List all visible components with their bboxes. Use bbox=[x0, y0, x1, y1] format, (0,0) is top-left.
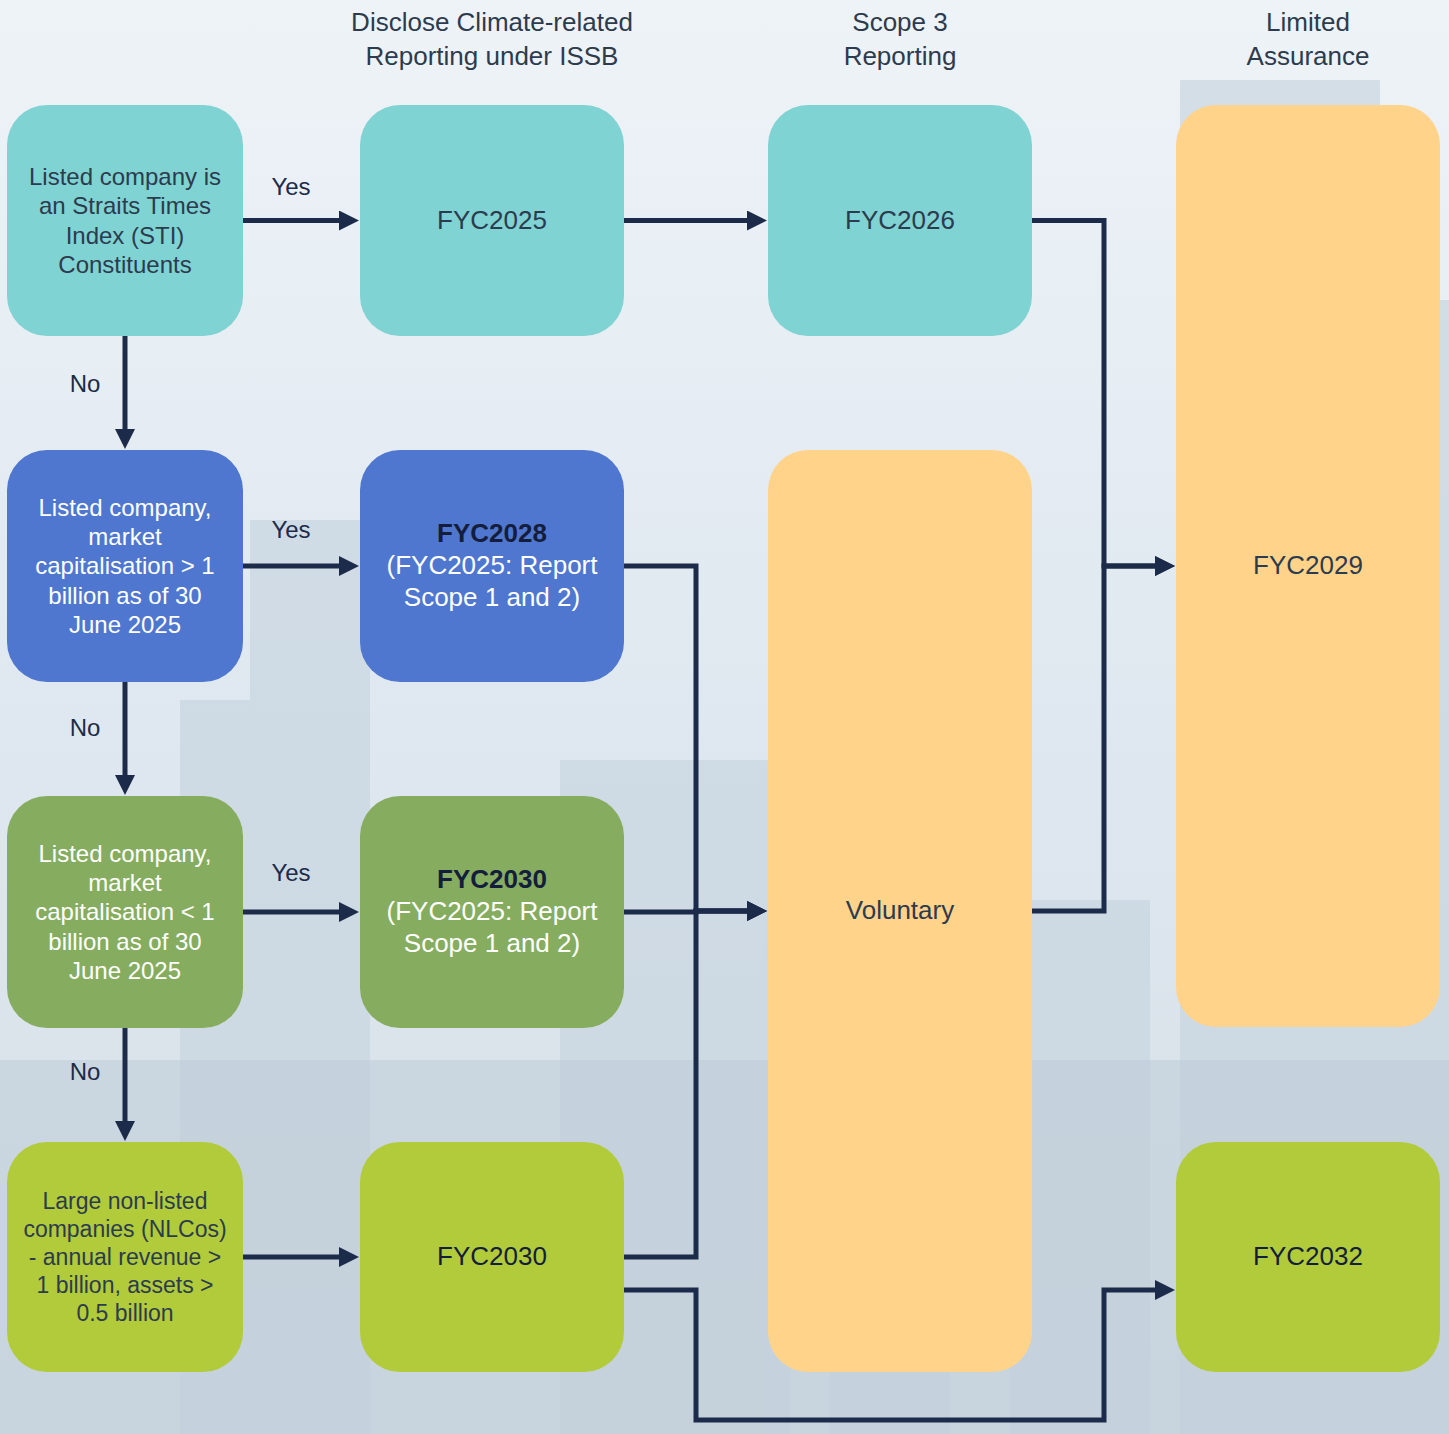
node-text: Listed company, market capitalisation < … bbox=[21, 839, 229, 985]
node-text: FYC2032 bbox=[1253, 1241, 1363, 1273]
column-header: Scope 3 Reporting bbox=[805, 6, 995, 74]
node-text: FYC2025 bbox=[437, 205, 547, 237]
deadline-box: FYC2026 bbox=[768, 105, 1032, 336]
node-text: FYC2030 bbox=[437, 1241, 547, 1273]
node-text: Large non-listed companies (NLCos) - ann… bbox=[21, 1187, 229, 1327]
column-header: Limited Assurance bbox=[1213, 6, 1403, 74]
flow-arrow bbox=[1032, 221, 1165, 567]
node-note: (FYC2025: Report Scope 1 and 2) bbox=[374, 896, 610, 959]
deadline-box: FYC2030 bbox=[360, 1142, 624, 1372]
flow-arrow bbox=[624, 218, 757, 223]
node-text: FYC2028 bbox=[437, 518, 547, 550]
criteria-box: Large non-listed companies (NLCos) - ann… bbox=[7, 1142, 243, 1372]
column-header: Disclose Climate-related Reporting under… bbox=[312, 6, 672, 74]
flow-arrow bbox=[123, 682, 128, 785]
assurance-box: FYC2032 bbox=[1176, 1142, 1440, 1372]
edge-label: Yes bbox=[268, 516, 313, 545]
edge-label: No bbox=[67, 370, 104, 399]
node-note: (FYC2025: Report Scope 1 and 2) bbox=[374, 550, 610, 613]
flow-arrow bbox=[123, 1028, 128, 1131]
flow-arrow bbox=[624, 911, 757, 1257]
flow-arrow bbox=[1032, 566, 1165, 911]
flow-arrow bbox=[243, 1255, 349, 1260]
edge-label: No bbox=[67, 1058, 104, 1087]
node-text: Listed company, market capitalisation > … bbox=[21, 493, 229, 639]
flow-arrow bbox=[624, 566, 757, 911]
edge-label: Yes bbox=[268, 859, 313, 888]
node-text: FYC2029 bbox=[1253, 550, 1363, 582]
node-text: Listed company is an Straits Times Index… bbox=[21, 162, 229, 279]
node-text: Voluntary bbox=[846, 895, 954, 927]
edge-label: Yes bbox=[268, 173, 313, 202]
criteria-box: Listed company, market capitalisation > … bbox=[7, 450, 243, 682]
deadline-box: FYC2025 bbox=[360, 105, 624, 336]
node-text: FYC2026 bbox=[845, 205, 955, 237]
assurance-box: FYC2029 bbox=[1176, 105, 1440, 1027]
flow-arrow bbox=[243, 910, 349, 915]
flow-arrow bbox=[123, 336, 128, 439]
edge-label: No bbox=[67, 714, 104, 743]
deadline-box: FYC2030(FYC2025: Report Scope 1 and 2) bbox=[360, 796, 624, 1028]
voluntary-box: Voluntary bbox=[768, 450, 1032, 1372]
node-text: FYC2030 bbox=[437, 864, 547, 896]
criteria-box: Listed company, market capitalisation < … bbox=[7, 796, 243, 1028]
deadline-box: FYC2028(FYC2025: Report Scope 1 and 2) bbox=[360, 450, 624, 682]
criteria-box: Listed company is an Straits Times Index… bbox=[7, 105, 243, 336]
flow-arrow bbox=[243, 564, 349, 569]
flow-arrow bbox=[243, 218, 349, 223]
